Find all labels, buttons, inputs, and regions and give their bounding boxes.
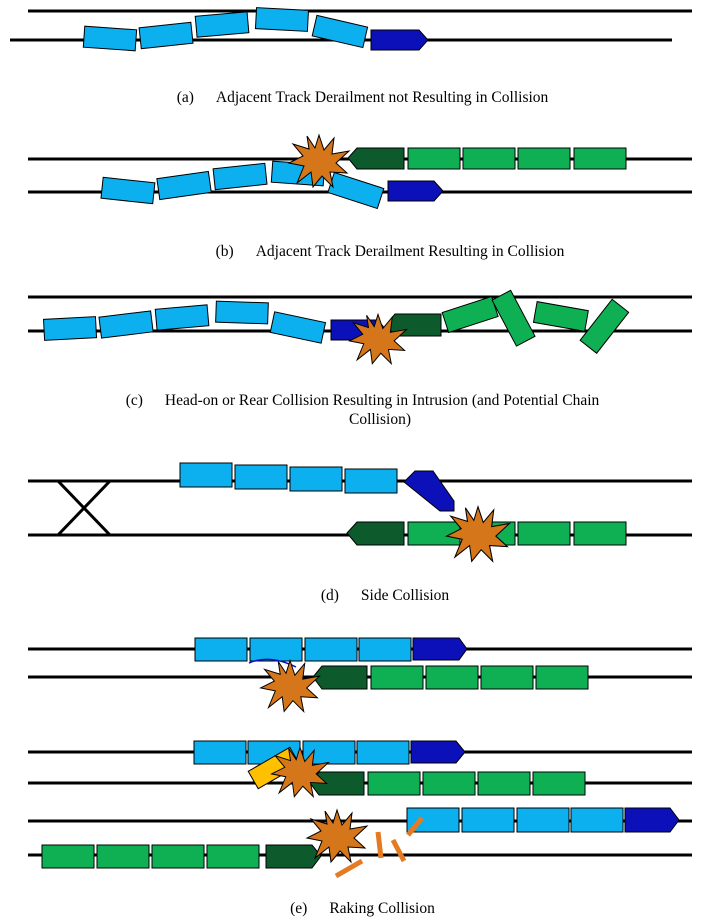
train-car: [154, 304, 210, 331]
train-car: [179, 462, 233, 488]
scenario-e-diagram-2: [28, 740, 692, 798]
locomotive: [387, 180, 444, 202]
train-car: [422, 771, 476, 796]
train-car: [570, 807, 624, 833]
caption-text: Adjacent Track Derailment not Resulting …: [215, 89, 549, 106]
caption-b: (b) Adjacent Track Derailment Resulting i…: [0, 242, 725, 261]
train-car: [425, 665, 479, 690]
train-car: [151, 844, 205, 869]
train-car: [215, 300, 269, 325]
locomotive: [624, 807, 680, 833]
caption-label: (a): [176, 89, 194, 106]
locomotive: [346, 521, 405, 546]
caption-text: Adjacent Track Derailment Resulting in C…: [255, 243, 565, 260]
train-car: [206, 844, 260, 869]
locomotive: [412, 637, 468, 661]
train-car: [356, 740, 410, 765]
train-car: [249, 637, 303, 662]
train-car: [311, 14, 369, 49]
train-car: [100, 176, 156, 205]
train-car: [358, 637, 412, 662]
caption-label: (c): [125, 392, 143, 409]
train-car: [194, 11, 250, 38]
train-car: [535, 665, 589, 690]
train-car: [269, 311, 327, 344]
locomotive: [347, 147, 405, 170]
scenario-a-diagram: [10, 7, 692, 52]
train-car: [304, 637, 358, 662]
derailed-car: [247, 746, 301, 790]
train-car: [156, 170, 212, 201]
train-car: [462, 147, 516, 170]
train-car: [96, 844, 150, 869]
train-car: [441, 295, 499, 334]
locomotive: [410, 740, 466, 764]
caption-d: (d) Side Collision: [0, 586, 725, 605]
caption-text: Raking Collision: [329, 900, 435, 917]
train-car: [491, 289, 536, 347]
train-car: [234, 464, 288, 490]
train-car: [138, 21, 194, 50]
train-car: [573, 147, 627, 170]
caption-text-line2: Collision): [348, 411, 411, 428]
caption-e: (e) Raking Collision: [0, 899, 725, 918]
train-car: [212, 162, 268, 191]
caption-text: Head-on or Rear Collision Resulting in I…: [164, 392, 600, 409]
locomotive: [312, 665, 368, 690]
scenario-e-diagram-3: [28, 807, 692, 879]
scenario-b-diagram: [28, 134, 692, 210]
scenario-e-diagram-1: [28, 637, 692, 712]
train-car: [193, 740, 247, 765]
train-car: [532, 771, 586, 796]
train-car: [573, 521, 627, 546]
caption-label: (e): [290, 900, 308, 917]
train-car: [302, 740, 356, 765]
train-car: [367, 771, 421, 796]
train-car: [98, 310, 154, 339]
train-car: [480, 665, 534, 690]
train-car: [407, 147, 461, 170]
train-car: [41, 844, 95, 869]
train-car: [477, 771, 531, 796]
caption-label: (b): [215, 243, 234, 260]
explosion-burst-icon: [260, 660, 320, 712]
train-car: [42, 316, 98, 341]
train-car: [532, 301, 589, 332]
train-car: [579, 298, 630, 354]
caption-a: (a) Adjacent Track Derailment not Resulti…: [0, 88, 725, 107]
train-car: [194, 637, 248, 662]
train-car: [82, 25, 138, 52]
train-car: [516, 807, 570, 833]
train-car: [327, 171, 385, 210]
train-car: [254, 7, 310, 32]
caption-label: (d): [320, 587, 339, 604]
train-car: [461, 807, 515, 833]
train-car: [289, 466, 343, 492]
caption-text: Side Collision: [360, 587, 450, 604]
caption-c: (c) Head-on or Rear Collision Resulting i…: [0, 391, 725, 429]
track-crossover-icon: [56, 479, 112, 537]
train-car: [517, 521, 571, 546]
train-car: [344, 468, 398, 494]
train-car: [517, 147, 571, 170]
locomotive: [370, 29, 429, 51]
scenario-c-diagram: [28, 289, 692, 365]
locomotive: [265, 844, 322, 869]
scenario-d-diagram: [28, 462, 692, 562]
debris-icon: [334, 816, 424, 879]
train-car: [370, 665, 424, 690]
locomotive: [403, 470, 455, 512]
